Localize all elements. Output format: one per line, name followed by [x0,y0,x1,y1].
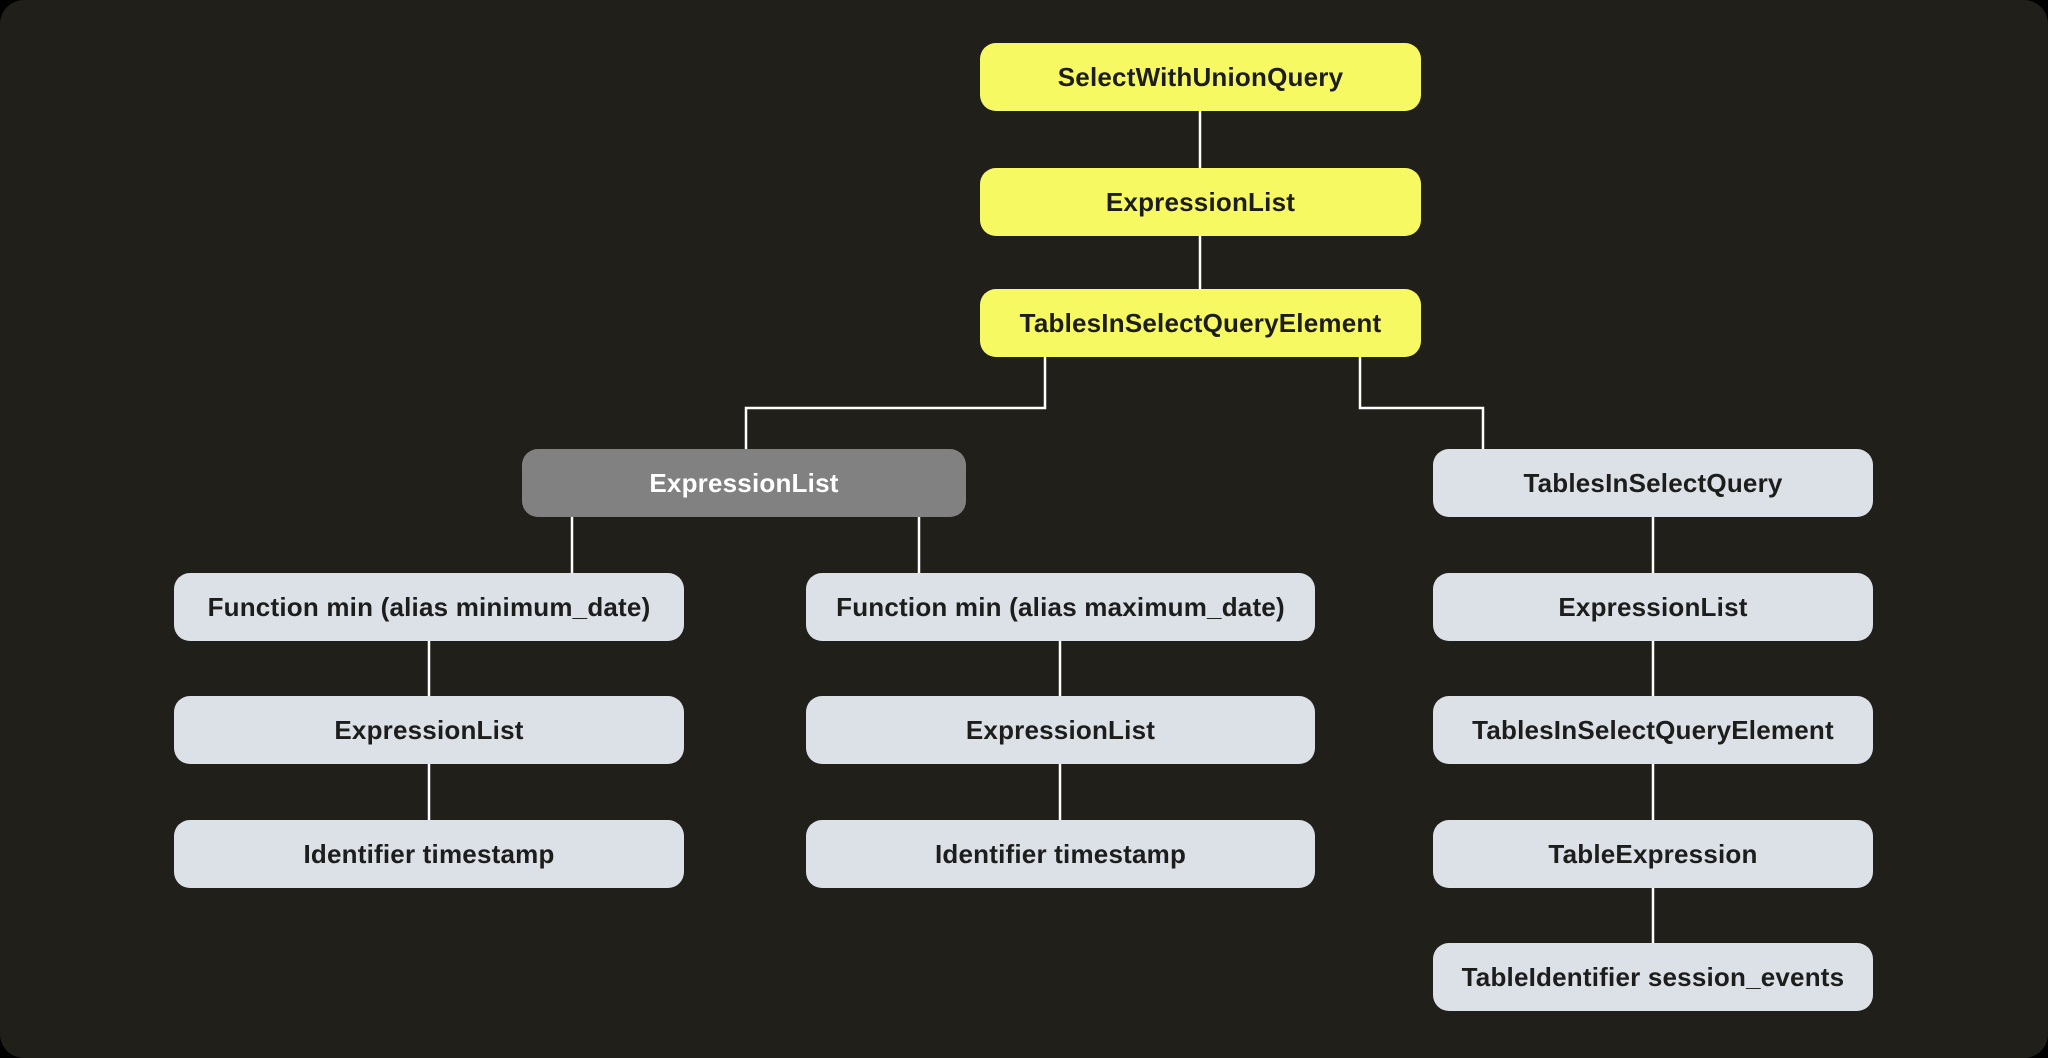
node-expression-list[interactable]: ExpressionList [980,168,1421,236]
node-function-min-alias-minimum-date[interactable]: Function min (alias minimum_date) [174,573,684,641]
node-tables-in-select-query[interactable]: TablesInSelectQuery [1433,449,1873,517]
node-expression-list[interactable]: ExpressionList [806,696,1315,764]
node-identifier-timestamp[interactable]: Identifier timestamp [174,820,684,888]
node-table-identifier-session-events[interactable]: TableIdentifier session_events [1433,943,1873,1011]
node-select-with-union-query[interactable]: SelectWithUnionQuery [980,43,1421,111]
tree-edge [744,357,1047,449]
node-function-min-alias-maximum-date[interactable]: Function min (alias maximum_date) [806,573,1315,641]
node-expression-list[interactable]: ExpressionList [522,449,966,517]
node-identifier-timestamp[interactable]: Identifier timestamp [806,820,1315,888]
node-tables-in-select-query-element[interactable]: TablesInSelectQueryElement [980,289,1421,357]
node-table-expression[interactable]: TableExpression [1433,820,1873,888]
node-expression-list[interactable]: ExpressionList [174,696,684,764]
tree-edge [1358,357,1485,449]
node-tables-in-select-query-element[interactable]: TablesInSelectQueryElement [1433,696,1873,764]
node-expression-list[interactable]: ExpressionList [1433,573,1873,641]
